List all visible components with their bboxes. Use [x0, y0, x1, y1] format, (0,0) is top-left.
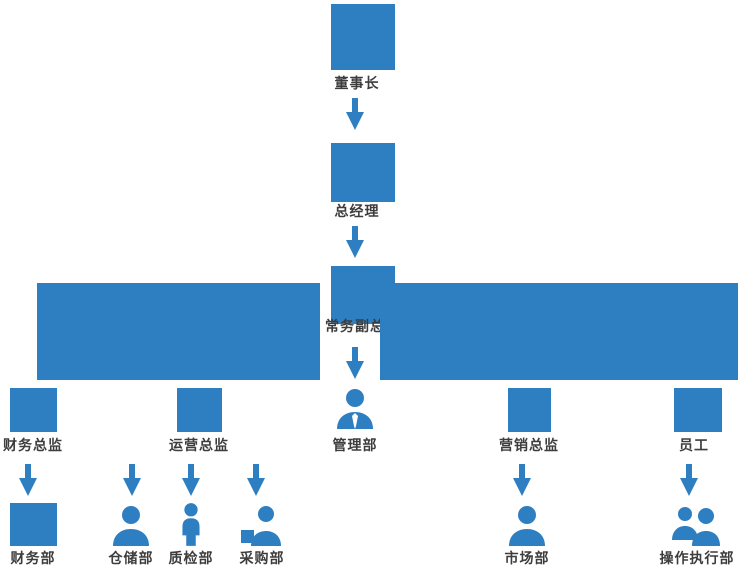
quality-dept-label: 质检部: [168, 550, 214, 566]
down-arrow-icon: [18, 464, 38, 496]
down-arrow-icon: [679, 464, 699, 496]
down-arrow-icon: [345, 347, 365, 379]
procurement-dept-label: 采购部: [239, 550, 285, 566]
finance-director-label: 财务总监: [3, 437, 63, 453]
finance-director-box: [10, 388, 57, 432]
operations-director-box: [177, 388, 222, 432]
finance-dept-box: [10, 503, 57, 546]
procurement-person-icon: [239, 502, 287, 548]
marketing-director-box: [508, 388, 551, 432]
right-branch-connector: [380, 283, 738, 380]
down-arrow-icon: [246, 464, 266, 496]
market-dept-label: 市场部: [504, 550, 550, 566]
chairman-photo-box: [331, 4, 395, 70]
general-manager-photo-box: [331, 143, 395, 202]
warehouse-person-icon: [109, 502, 153, 548]
quality-person-icon: [172, 500, 210, 548]
down-arrow-icon: [345, 98, 365, 130]
deputy-gm-label: 常务副总: [325, 318, 385, 334]
management-person-icon: [333, 384, 377, 432]
down-arrow-icon: [181, 464, 201, 496]
management-dept-label: 管理部: [332, 437, 378, 453]
operations-director-label: 运营总监: [169, 437, 229, 453]
warehouse-dept-label: 仓储部: [108, 550, 154, 566]
staff-label: 员工: [679, 437, 709, 453]
operations-team-icon: [670, 502, 722, 548]
down-arrow-icon: [512, 464, 532, 496]
down-arrow-icon: [345, 226, 365, 258]
finance-dept-label: 财务部: [10, 550, 56, 566]
staff-box: [674, 388, 722, 432]
chairman-label: 董事长: [334, 75, 380, 91]
operation-exec-dept-label: 操作执行部: [659, 550, 735, 566]
general-manager-label: 总经理: [334, 203, 380, 219]
down-arrow-icon: [122, 464, 142, 496]
market-person-icon: [505, 502, 549, 548]
marketing-director-label: 营销总监: [499, 437, 559, 453]
left-branch-connector: [37, 283, 320, 380]
